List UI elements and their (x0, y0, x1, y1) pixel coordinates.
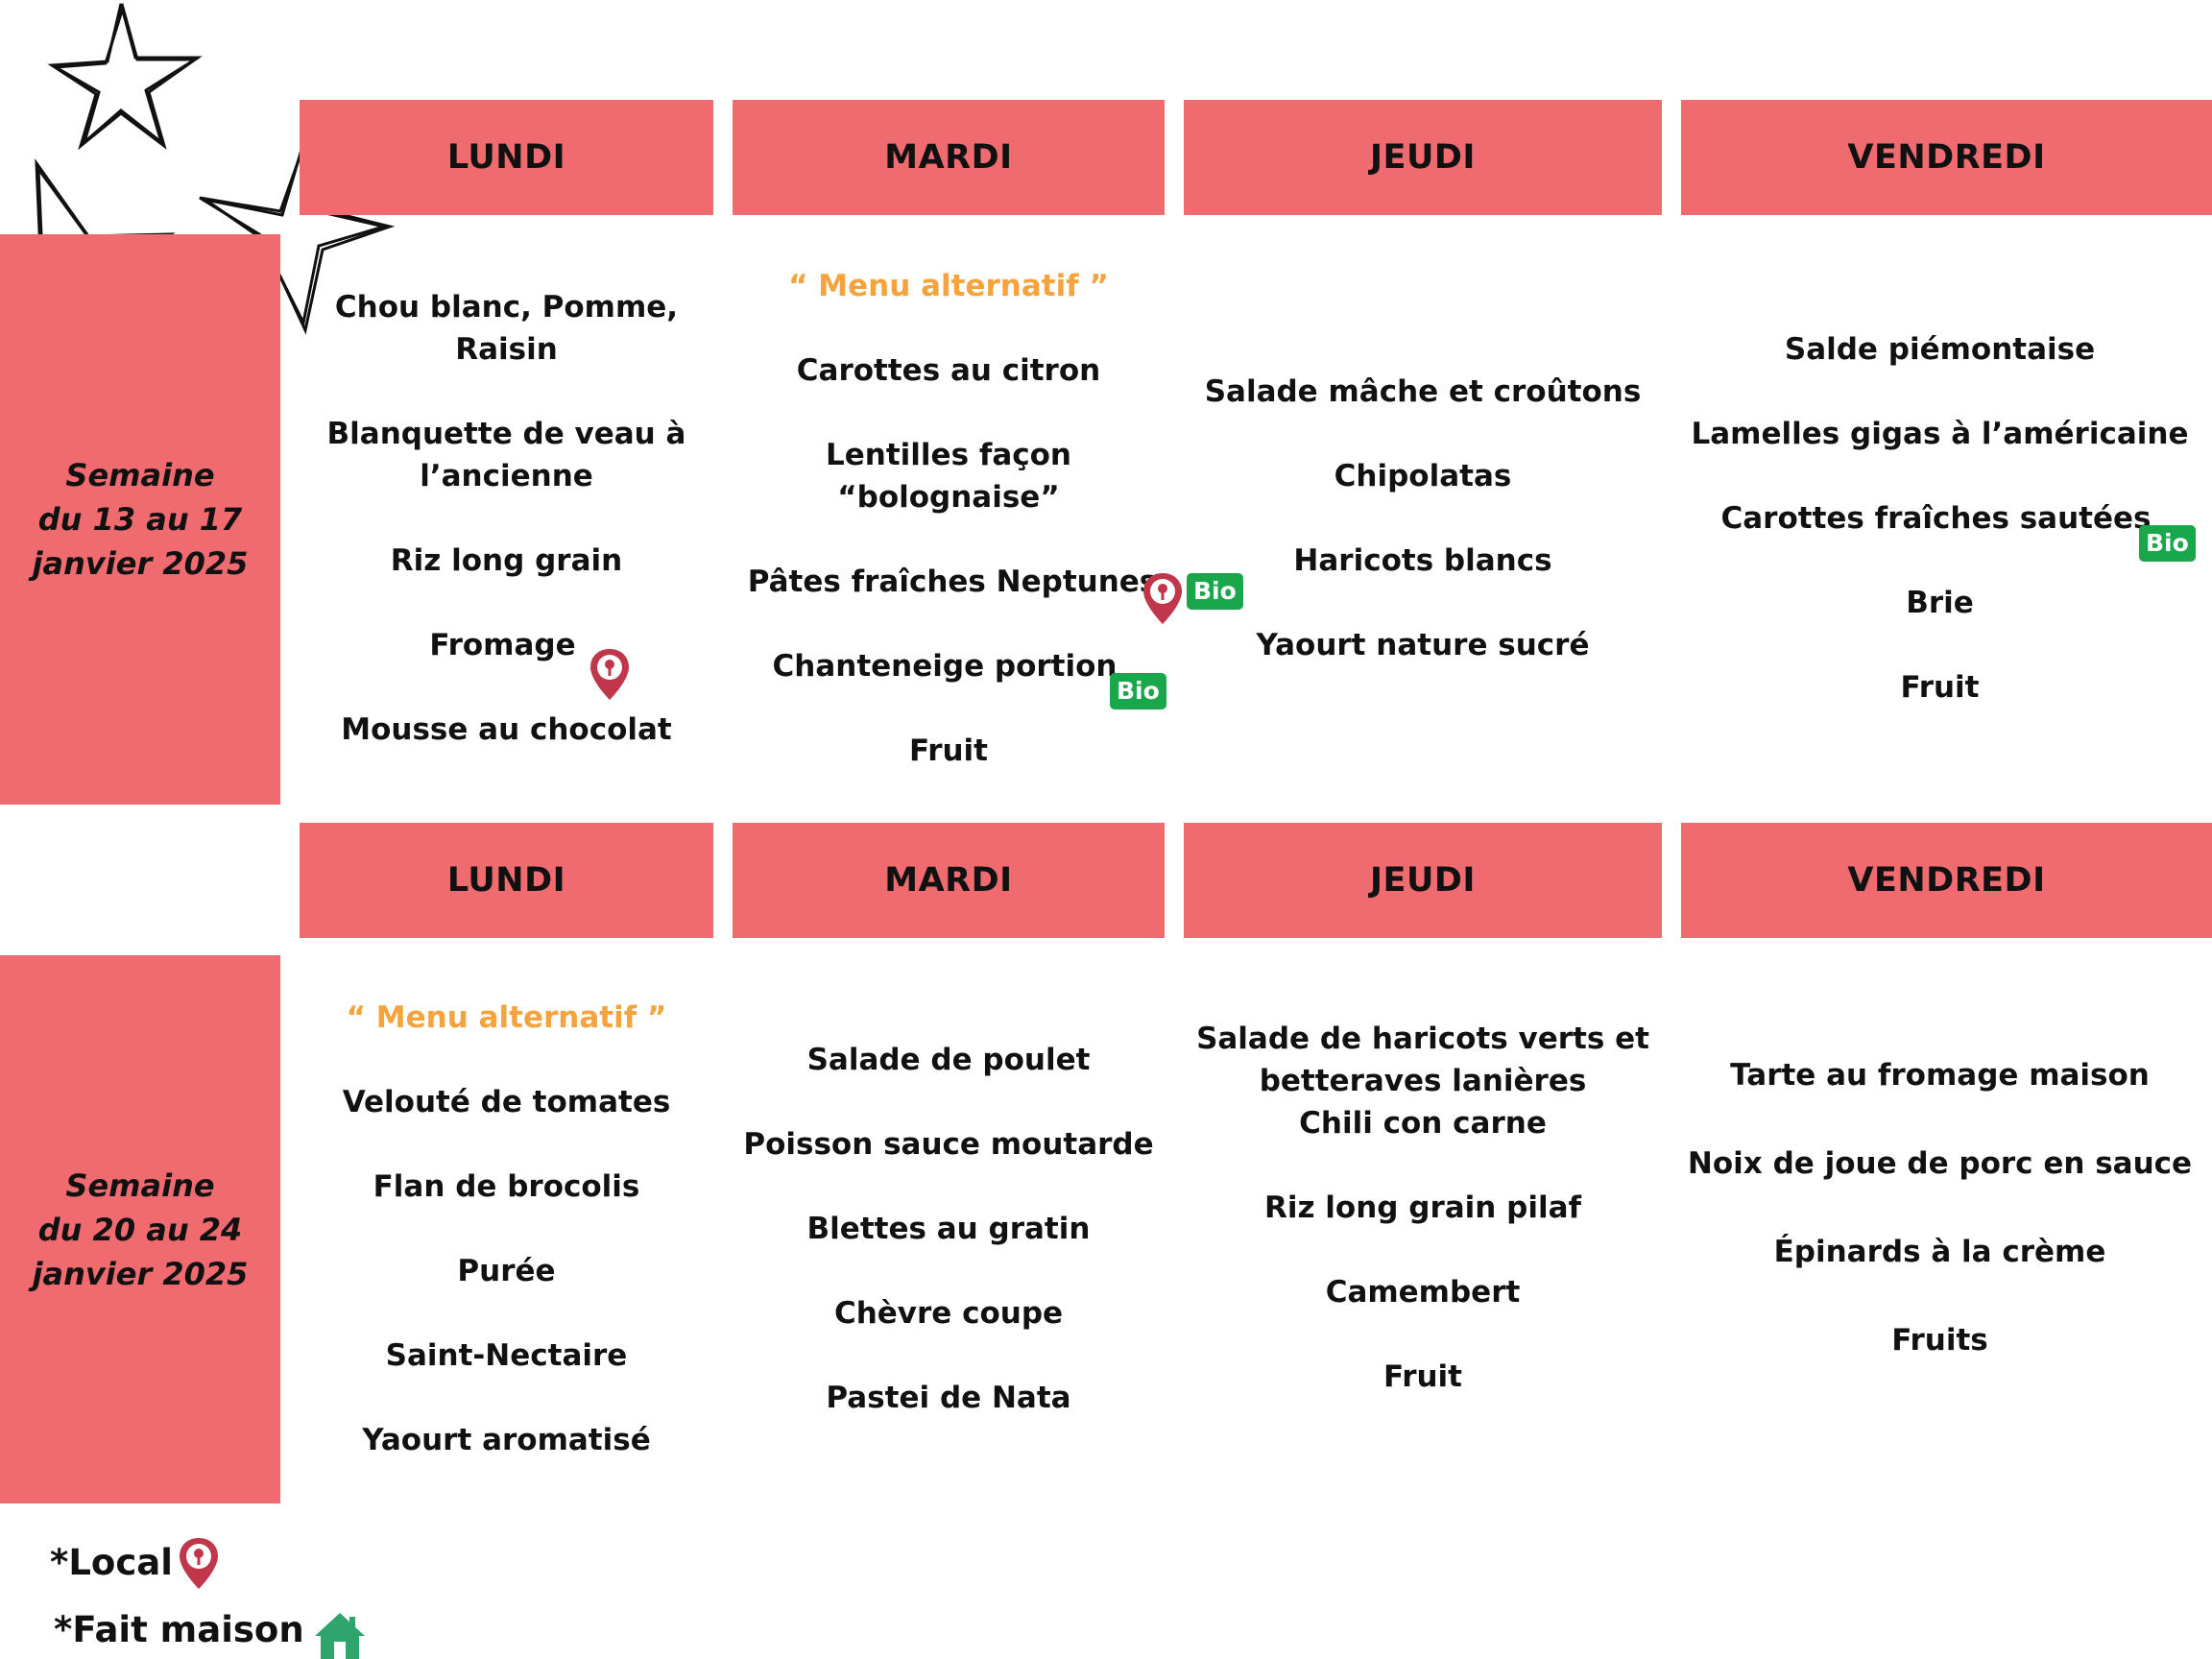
menu-item: Salde piémontaise (1784, 332, 2096, 367)
menu-item: Fruits (1891, 1323, 1988, 1358)
menu-item: Salade de poulet (806, 1043, 1091, 1077)
week-label-line: janvier 2025 (32, 545, 249, 582)
menu-item: Carottes fraîches sautées (1720, 501, 2152, 536)
local-pin-icon (180, 1538, 218, 1589)
week-label-line: du 13 au 17 (37, 501, 243, 538)
menu-item: Tarte au fromage maison (1730, 1058, 2150, 1093)
menu-item: Mousse au chocolat (341, 712, 672, 747)
bio-badge: Bio (1187, 573, 1243, 610)
w1-day-header-mardi: MARDI (733, 100, 1165, 215)
menu-item: Lentilles façon (826, 438, 1071, 472)
week-label: Semaine du 13 au 17 janvier 2025 (33, 453, 249, 586)
w2-menu-mardi: Salade de poulet Poisson sauce moutarde … (733, 0, 1165, 1632)
w1-menu-lundi: Chou blanc, Pomme, Raisin Blanquette de … (300, 0, 713, 864)
menu-item: Brie (1906, 586, 1974, 620)
bio-badge: Bio (2139, 525, 2196, 562)
w2-menu-vendredi: Tarte au fromage maison Noix de joue de … (1681, 0, 2212, 1632)
w1-day-header-vendredi: VENDREDI (1681, 100, 2212, 215)
menu-item: Yaourt nature sucré (1256, 628, 1590, 662)
menu-item: Chipolatas (1334, 459, 1512, 493)
w2-week-label-box: Semaine du 20 au 24 janvier 2025 (0, 955, 280, 1503)
w2-day-header-jeudi: JEUDI (1184, 823, 1662, 938)
w2-day-header-vendredi: VENDREDI (1681, 823, 2212, 938)
w1-day-header-lundi: LUNDI (300, 100, 713, 215)
menu-item: Blettes au gratin (806, 1212, 1091, 1246)
menu-item: Chanteneige portion (772, 649, 1118, 684)
menu-item: Épinards à la crème (1773, 1235, 2106, 1269)
w1-week-label-box: Semaine du 13 au 17 janvier 2025 (0, 234, 280, 805)
legend-local-label: *Local (50, 1542, 173, 1583)
w2-day-header-lundi: LUNDI (300, 823, 713, 938)
menu-item: Camembert (1325, 1275, 1521, 1310)
menu-item: Yaourt aromatisé (362, 1423, 651, 1457)
menu-item: Chèvre coupe (833, 1296, 1064, 1331)
alt-menu-label: “ Menu alternatif ” (788, 269, 1109, 303)
menu-item: Haricots blancs (1293, 543, 1552, 578)
menu-item: Velouté de tomates (342, 1085, 671, 1119)
menu-item: Poisson sauce moutarde (743, 1127, 1154, 1162)
menu-item: Fruit (1900, 670, 1980, 705)
local-pin-icon (1143, 573, 1182, 624)
house-icon (315, 1613, 365, 1659)
week-label: Semaine du 20 au 24 janvier 2025 (33, 1164, 249, 1296)
menu-item: l’ancienne (420, 459, 593, 493)
bio-badge: Bio (1110, 673, 1166, 709)
w1-day-header-jeudi: JEUDI (1184, 100, 1662, 215)
w2-menu-lundi: “ Menu alternatif ” Velouté de tomates F… (300, 0, 713, 1632)
w1-menu-jeudi: Salade mâche et croûtons Chipolatas Hari… (1184, 0, 1662, 864)
menu-item: Flan de brocolis (373, 1169, 640, 1204)
w1-menu-vendredi: Salde piémontaise Lamelles gigas à l’amé… (1681, 0, 2212, 864)
menu-item: Carottes au citron (796, 353, 1101, 388)
menu-item: Riz long grain pilaf (1263, 1190, 1582, 1225)
menu-item: Noix de joue de porc en sauce (1687, 1146, 2193, 1181)
menu-item: “bolognaise” (837, 480, 1060, 515)
w2-day-header-mardi: MARDI (733, 823, 1165, 938)
local-pin-icon (590, 649, 629, 700)
menu-item: Fromage (429, 628, 576, 662)
menu-item: Chou blanc, Pomme, (334, 290, 679, 325)
week-label-line: Semaine (65, 457, 215, 493)
w2-menu-jeudi: Salade de haricots verts et betteraves l… (1184, 0, 1662, 1632)
menu-item: betteraves lanières (1259, 1064, 1587, 1098)
menu-item: Fruit (909, 733, 988, 768)
menu-item: Fruit (1383, 1359, 1462, 1394)
week-label-line: du 20 au 24 (37, 1211, 243, 1248)
menu-item: Purée (457, 1254, 556, 1288)
menu-item: Saint-Nectaire (385, 1338, 628, 1373)
menu-item: Raisin (455, 332, 558, 367)
menu-item: Chili con carne (1299, 1106, 1547, 1141)
menu-item: Blanquette de veau à (326, 417, 686, 451)
menu-item: Salade mâche et croûtons (1204, 374, 1642, 409)
menu-item: Riz long grain (390, 543, 623, 578)
menu-item: Pastei de Nata (826, 1381, 1071, 1415)
alt-menu-label: “ Menu alternatif ” (346, 1000, 667, 1035)
week-label-line: Semaine (65, 1166, 215, 1204)
week-label-line: janvier 2025 (32, 1255, 249, 1292)
menu-item: Pâtes fraîches Neptunes (747, 565, 1158, 599)
menu-item: Salade de haricots verts et (1196, 1022, 1649, 1056)
legend-homemade-label: *Fait maison (54, 1609, 304, 1650)
w1-menu-mardi: “ Menu alternatif ” Carottes au citron L… (733, 0, 1165, 864)
menu-item: Lamelles gigas à l’américaine (1691, 417, 2189, 451)
